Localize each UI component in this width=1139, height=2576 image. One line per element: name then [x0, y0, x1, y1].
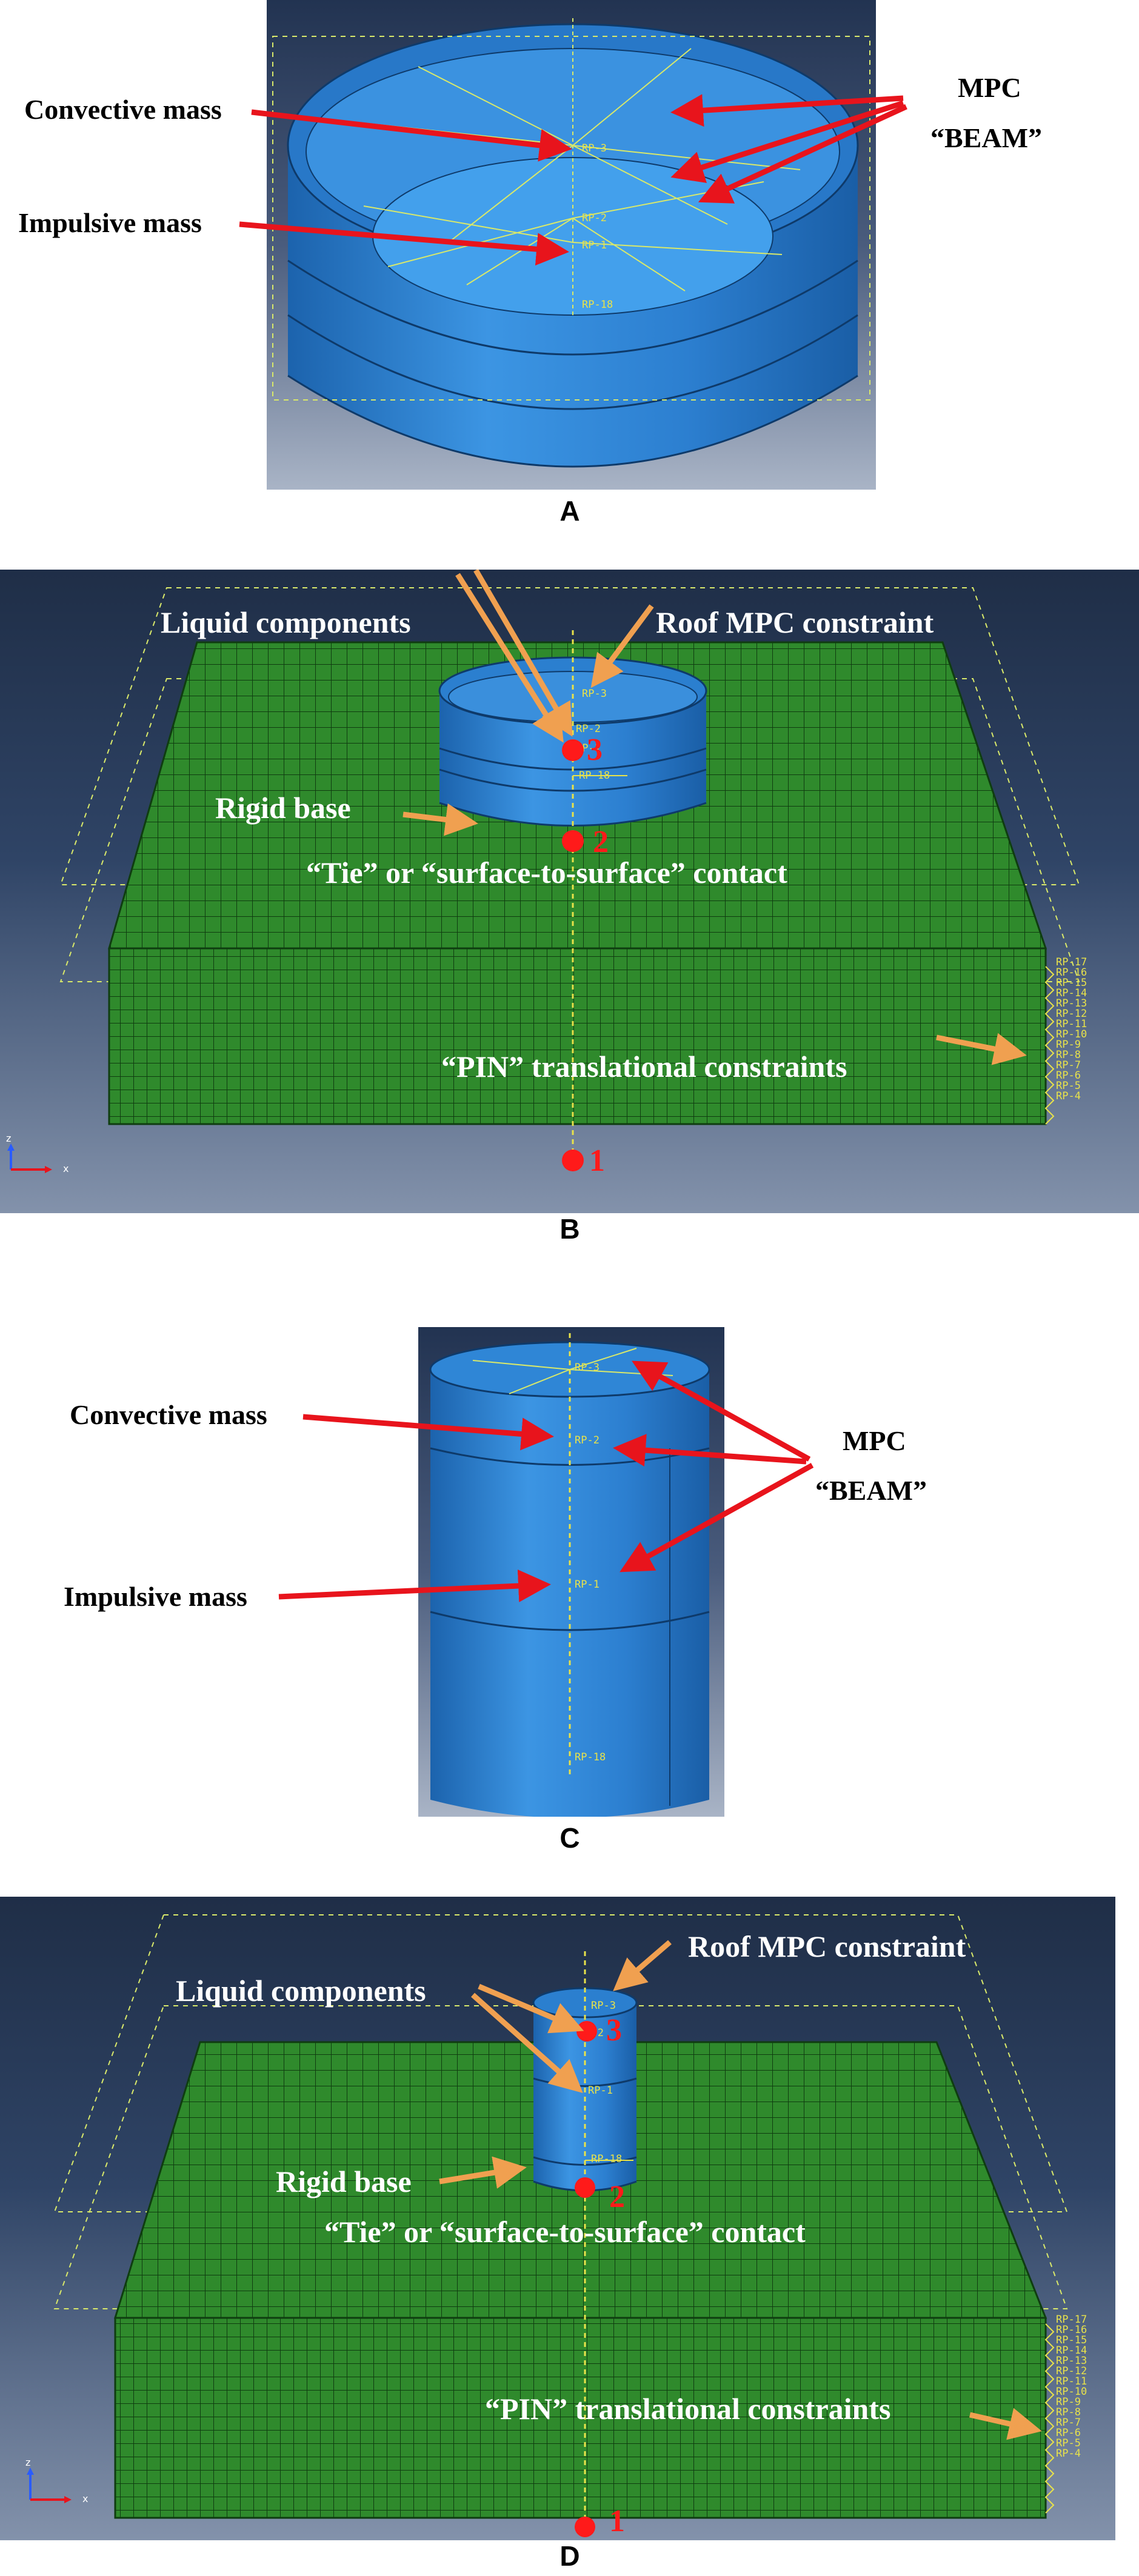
panel-a-viewport: RP-3 RP-2 RP-1 RP-18	[267, 0, 876, 490]
tank-wall	[430, 1370, 709, 1817]
rp-side-label: RP-5	[1056, 2437, 1081, 2449]
rp-side-label: RP-7	[1056, 1059, 1081, 1071]
rp-side-label: RP-15	[1056, 977, 1087, 989]
panel-d-viewport: RP-3 RP-2 RP-1 RP-18 Liquid components R…	[0, 1897, 1115, 2540]
label-mpc: MPC	[958, 72, 1021, 103]
node-2	[562, 830, 584, 852]
soil-front-face	[108, 947, 1047, 1125]
rp-label: RP-1	[588, 2085, 613, 2097]
label-impulsive-mass: Impulsive mass	[18, 207, 202, 238]
rp-side-label: RP-16	[1056, 967, 1087, 979]
rp-side-label: RP-9	[1056, 2396, 1081, 2408]
label-beam: “BEAM”	[930, 122, 1042, 153]
rp-side-labels: RP-17 RP-16 RP-15 RP-14 RP-13 RP-12 RP-1…	[1056, 2315, 1087, 2459]
node-number-1: 1	[609, 2504, 625, 2538]
panel-label-d: D	[559, 2540, 580, 2572]
panel-c-viewport: RP-3 RP-2 RP-1 RP-18	[418, 1327, 724, 1817]
panel-c-arrows	[278, 1360, 814, 1603]
node-1	[562, 1150, 584, 1171]
rp-side-label: RP-15	[1056, 2334, 1087, 2346]
label-tie-contact: “Tie” or “surface-to-surface” contact	[306, 856, 787, 890]
rp-label: RP-3	[582, 142, 607, 155]
rp-side-label: RP-4	[1056, 2448, 1081, 2460]
rp-side-label: RP-13	[1056, 2355, 1087, 2367]
rp-label: RP-2	[575, 1434, 600, 1446]
rp-side-label: RP-16	[1056, 2324, 1087, 2336]
label-pin-constraints: “PIN” translational constraints	[441, 1050, 847, 1083]
rp-side-label: RP-11	[1056, 1018, 1087, 1030]
axis-triad: z x	[5, 1133, 72, 1203]
panel-a-drawing: RP-3 RP-2 RP-1 RP-18	[272, 18, 870, 468]
label-rigid-base: Rigid base	[215, 791, 351, 825]
rp-side-label: RP-6	[1056, 2427, 1081, 2439]
rp-label: RP-3	[575, 1362, 600, 1374]
rp-side-label: RP-17	[1056, 956, 1087, 968]
rp-side-label: RP-10	[1056, 1028, 1087, 1040]
axis-triad: z x	[24, 2454, 91, 2521]
label-convective-mass: Convective mass	[70, 1399, 267, 1430]
panel-a-arrows	[239, 94, 907, 266]
rp-side-label: RP-13	[1056, 997, 1087, 1010]
rp-label: RP-1	[582, 239, 607, 251]
rp-side-label: RP-12	[1056, 1008, 1087, 1020]
label-impulsive-mass: Impulsive mass	[64, 1581, 247, 1612]
label-tie-contact: “Tie” or “surface-to-surface” contact	[324, 2215, 806, 2249]
node-3	[576, 2021, 597, 2042]
rp-side-label: RP-5	[1056, 1080, 1081, 1092]
label-liquid-components: Liquid components	[161, 605, 411, 639]
rp-side-label: RP-9	[1056, 1039, 1081, 1051]
label-rigid-base: Rigid base	[276, 2165, 412, 2198]
rp-side-label: RP-4	[1056, 1090, 1081, 1102]
node-number-1: 1	[589, 1143, 605, 1178]
node-3	[562, 739, 584, 761]
rp-label: RP-18	[579, 770, 610, 782]
rp-side-label: RP-10	[1056, 2386, 1087, 2398]
rp-side-label: RP-6	[1056, 1070, 1081, 1082]
rp-label: RP-3	[582, 688, 607, 700]
label-liquid-components: Liquid components	[176, 1974, 426, 2008]
axis-z-label: z	[25, 2457, 31, 2468]
rp-label: RP-2	[576, 723, 601, 735]
rp-side-label: RP-17	[1056, 2314, 1087, 2326]
rp-side-label: RP-14	[1056, 987, 1087, 999]
rp-label: RP-3	[591, 2000, 616, 2012]
label-beam: “BEAM”	[815, 1475, 927, 1506]
panel-b-drawing: RP-3 RP-2 RP-1 RP-18	[59, 570, 1080, 1171]
rp-side-label: RP-11	[1056, 2375, 1087, 2388]
axis-z-label: z	[6, 1133, 12, 1144]
label-pin-constraints: “PIN” translational constraints	[485, 2392, 891, 2426]
label-roof-mpc: Roof MPC constraint	[656, 605, 934, 639]
panel-d-drawing: RP-3 RP-2 RP-1 RP-18	[53, 1914, 1068, 2537]
label-convective-mass: Convective mass	[24, 94, 222, 125]
rp-side-label: RP-7	[1056, 2417, 1081, 2429]
panel-label-a: A	[559, 495, 580, 527]
axis-x-label: x	[82, 2493, 89, 2504]
node-number-3: 3	[606, 2013, 622, 2048]
node-number-2: 2	[609, 2180, 625, 2214]
rp-label: RP-18	[591, 2153, 622, 2165]
panel-label-b: B	[559, 1213, 580, 1245]
rp-side-label: RP-14	[1056, 2345, 1087, 2357]
rp-side-label: RP-8	[1056, 1049, 1081, 1061]
rp-label: RP-18	[582, 299, 613, 311]
node-number-3: 3	[587, 733, 603, 767]
node-1	[575, 2517, 595, 2537]
rp-side-label: RP-8	[1056, 2406, 1081, 2418]
label-mpc: MPC	[843, 1425, 906, 1456]
rp-side-label: RP-12	[1056, 2365, 1087, 2377]
soil-front-face	[114, 2317, 1047, 2519]
node-number-2: 2	[593, 825, 609, 859]
node-2	[575, 2177, 595, 2198]
panel-b-viewport: RP-3 RP-2 RP-1 RP-18 Liquid components R…	[0, 570, 1139, 1213]
rp-label: RP-1	[575, 1579, 600, 1591]
rp-side-labels: RP-17 RP-16 RP-15 RP-14 RP-13 RP-12 RP-1…	[1056, 957, 1087, 1102]
rp-label: RP-2	[582, 212, 607, 224]
rp-label: RP-18	[575, 1751, 606, 1763]
label-roof-mpc: Roof MPC constraint	[688, 1929, 966, 1963]
axis-x-label: x	[63, 1163, 69, 1174]
panel-label-c: C	[559, 1822, 580, 1854]
